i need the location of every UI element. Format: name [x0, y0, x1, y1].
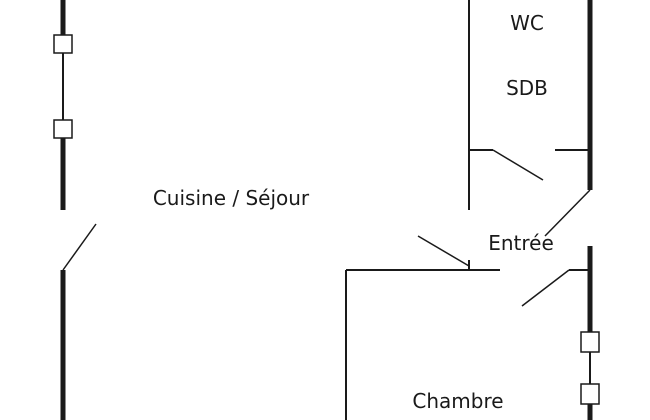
window-left-2	[53, 119, 73, 139]
door-left-swing	[62, 223, 97, 271]
window-right-1	[580, 331, 600, 353]
bedroom-door-swing	[417, 235, 470, 267]
room-label-entrance: Entrée	[488, 231, 554, 255]
window-left-1	[53, 34, 73, 54]
window-right-2	[580, 383, 600, 405]
bedroom-right-door-swing	[521, 269, 570, 307]
room-label-bedroom: Chambre	[412, 389, 503, 413]
room-label-kitchen-living: Cuisine / Séjour	[153, 186, 310, 210]
room-label-sdb: SDB	[506, 76, 548, 100]
room-label-wc: WC	[510, 11, 544, 35]
entrance-door-swing	[544, 189, 591, 237]
sdb-door-swing	[492, 149, 544, 181]
